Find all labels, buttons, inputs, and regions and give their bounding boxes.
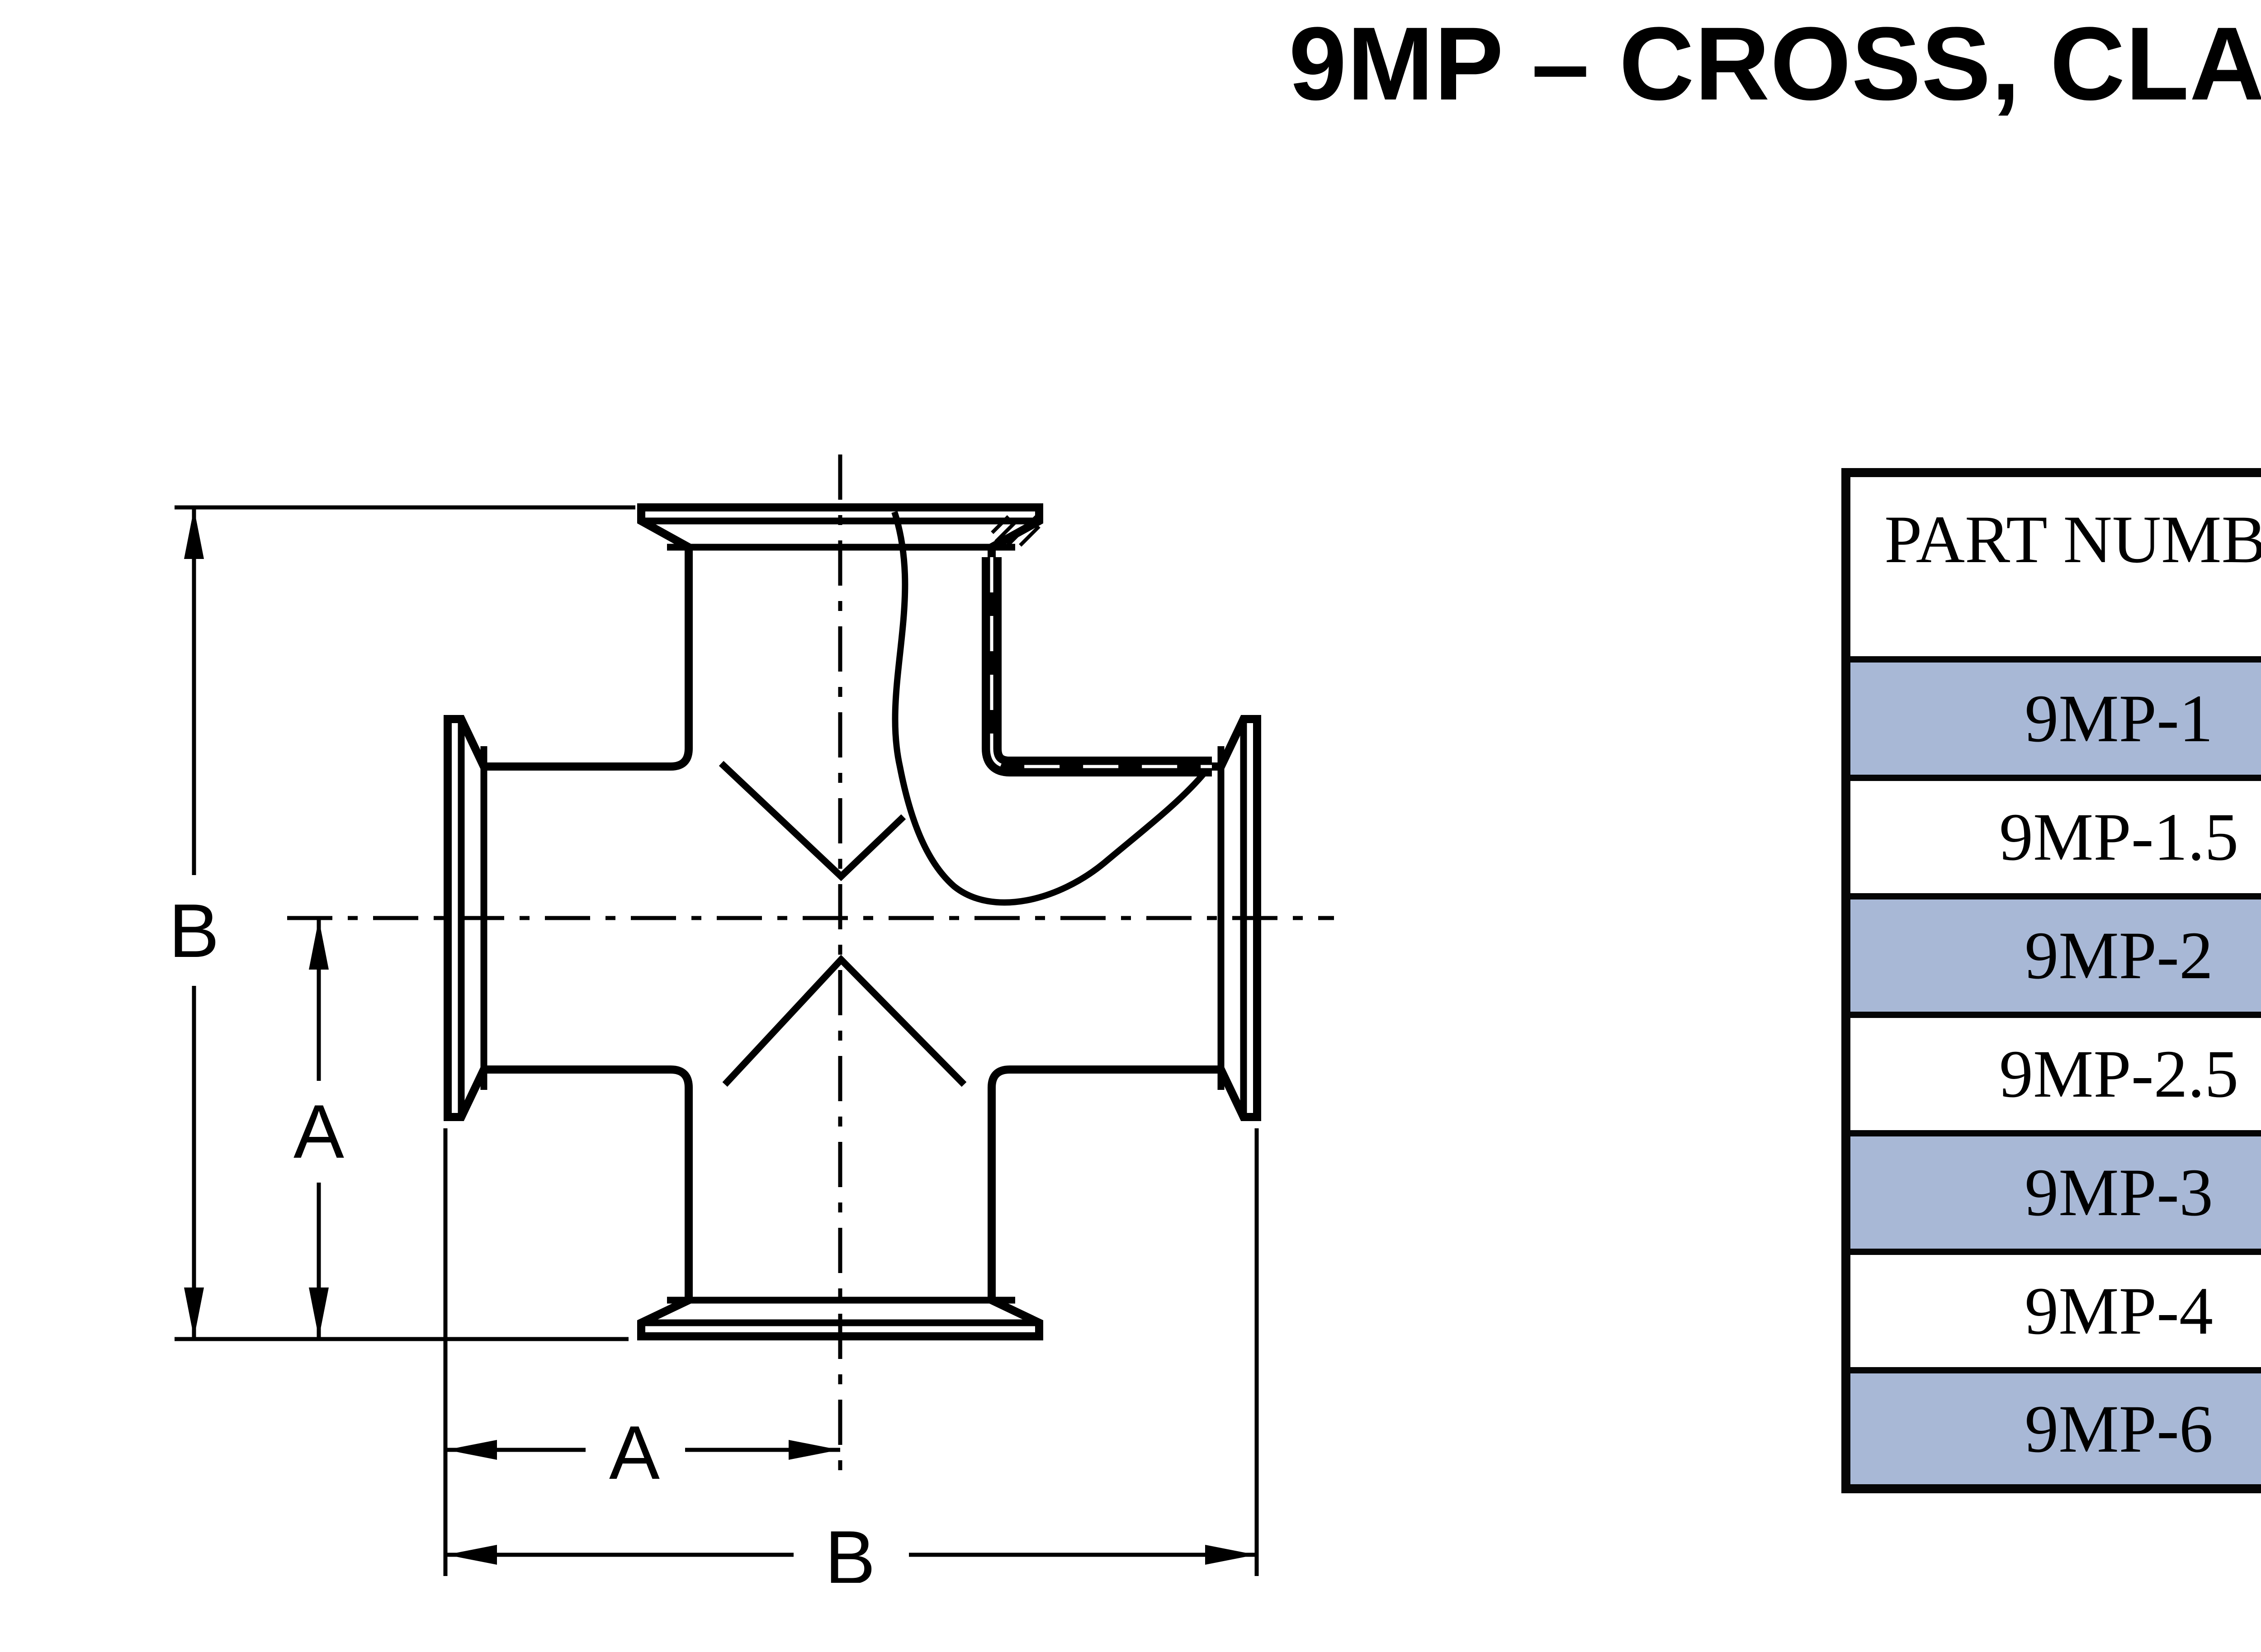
dim-label-a-vertical: A <box>293 1089 344 1174</box>
dim-b-horizontal: B <box>445 1515 1257 1583</box>
dim-label-a-horizontal: A <box>609 1410 660 1495</box>
table-row: 9MP-6 6 6.375 12.750 <box>1842 1367 2261 1492</box>
table-row: 9MP-1.5 1-1/2 2.750 5.500 <box>1842 775 2261 899</box>
cell-part-number: 9MP-6 <box>1842 1367 2261 1492</box>
table-row: 9MP-4 4 4.500 9.000 <box>1842 1249 2261 1373</box>
hatch-lines <box>991 514 1041 547</box>
spec-table: PART NUMBER SIZE (inches) A (inches) B (… <box>1841 468 2261 1493</box>
dim-b-vertical: B <box>169 507 219 1339</box>
dim-label-b-horizontal: B <box>825 1515 875 1583</box>
sectioned-wall-band <box>982 557 1212 776</box>
table-row: 9MP-3 3 3.750 7.500 <box>1842 1130 2261 1255</box>
col-header-part-number: PART NUMBER <box>1842 469 2261 663</box>
dim-label-b-vertical: B <box>169 888 219 973</box>
cell-part-number: 9MP-3 <box>1842 1130 2261 1255</box>
table-row: 9MP-2 2 3.500 7.000 <box>1842 893 2261 1018</box>
table-row: 9MP-2.5 2-1/2 3.500 7.000 <box>1842 1012 2261 1136</box>
dim-a-horizontal: A <box>445 1410 840 1495</box>
cell-part-number: 9MP-1 <box>1842 656 2261 781</box>
cross-fitting-diagram: B A A <box>169 454 1334 1583</box>
break-curve <box>891 511 1208 906</box>
dimensions: B A A <box>169 505 1259 1583</box>
col-header-label: PART NUMBER <box>1884 502 2261 577</box>
cell-part-number: 9MP-4 <box>1842 1249 2261 1373</box>
cell-part-number: 9MP-2.5 <box>1842 1012 2261 1136</box>
page-title: 9MP – CROSS, CLAMP ENDS <box>1289 5 2261 122</box>
sectioned-wall-core <box>990 557 1212 768</box>
table-header-row: PART NUMBER SIZE (inches) A (inches) B (… <box>1842 469 2261 663</box>
section-cutaway <box>891 511 1212 906</box>
center-bore-marks <box>719 761 967 1087</box>
dim-a-vertical: A <box>293 918 344 1339</box>
cell-part-number: 9MP-2 <box>1842 893 2261 1018</box>
fitting-outline <box>444 503 1261 1340</box>
cell-part-number: 9MP-1.5 <box>1842 775 2261 899</box>
table-row: 9MP-1 1 2.375 4.750 <box>1842 656 2261 781</box>
